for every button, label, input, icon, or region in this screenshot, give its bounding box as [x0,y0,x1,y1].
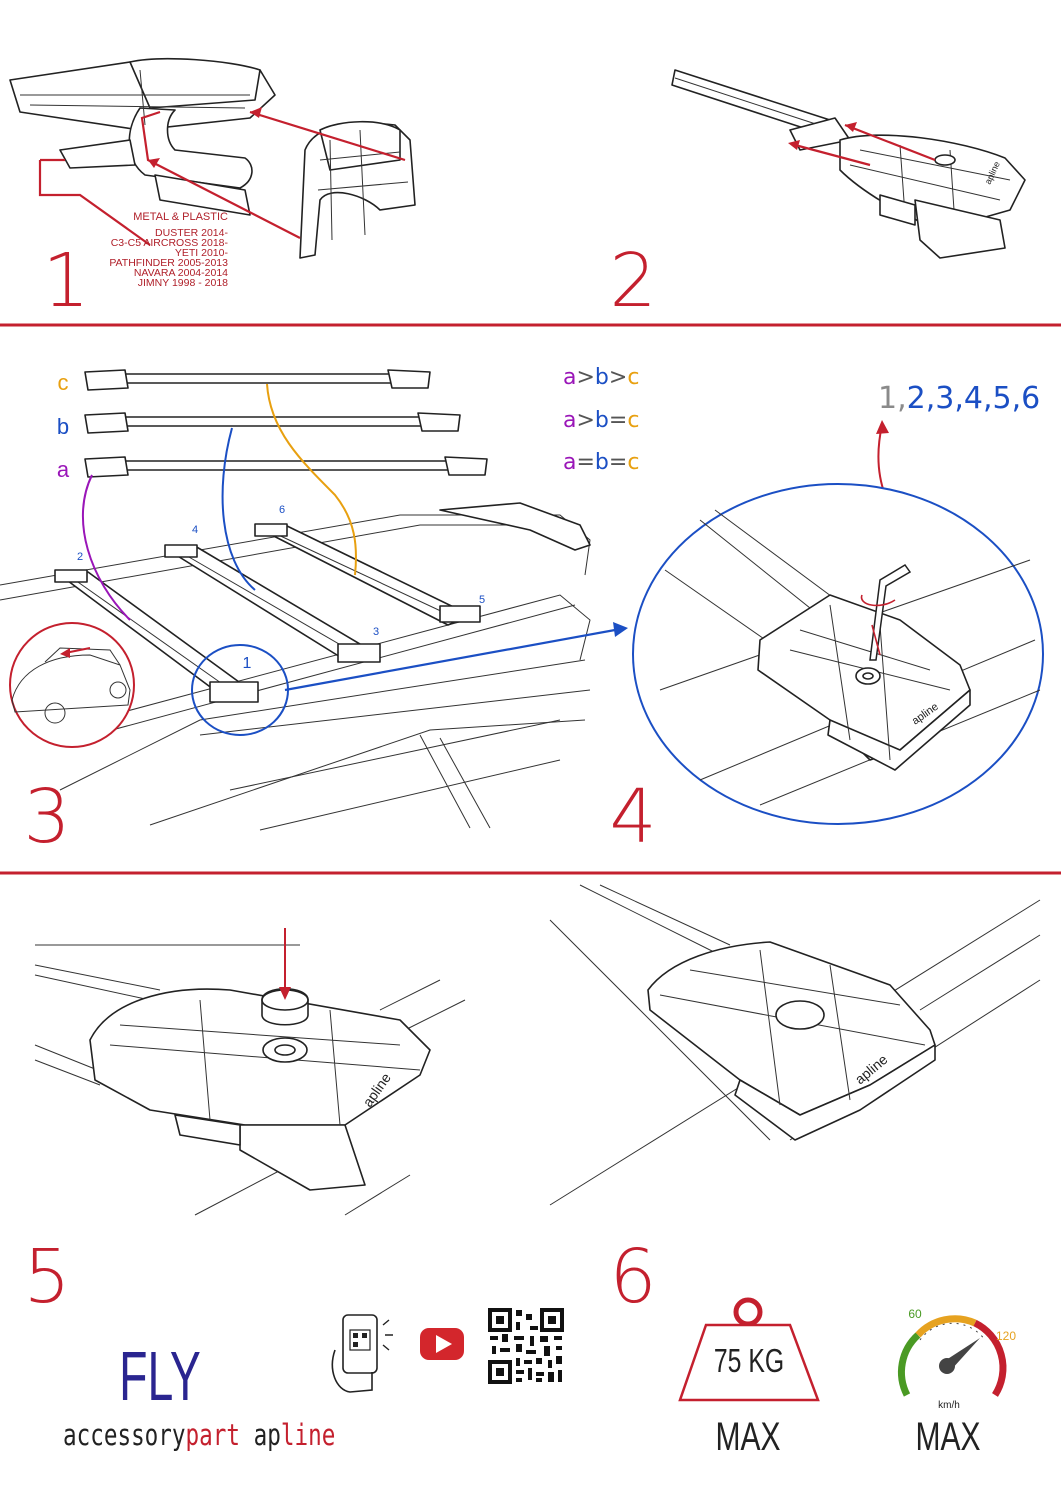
max-weight: 75 KG [714,1344,784,1380]
max-weight-label: MAX [716,1415,781,1459]
zoom-arrow [284,628,616,692]
compat-model: YETI 2010- [175,247,229,259]
svg-text:1,2,3,4,5,6: 1,2,3,4,5,6 [878,381,1040,416]
rule-3: a=b=c [563,450,639,475]
route-a [81,474,131,621]
product-name: FLY [119,1336,201,1415]
rule-1: a>b>c [563,365,639,390]
step-number-1: 1 [42,238,89,324]
position-5: 5 [479,594,485,606]
mount-positions: 1 2 3 4 5 6 [77,504,485,672]
route-c [266,383,357,576]
bar-label-a: a [57,457,70,482]
material-plastic: PLASTIC [182,211,228,223]
sequence-first: 1, [878,381,907,416]
phone-scan-icon [331,1314,393,1393]
step6-illustration: apline [549,884,1041,1206]
compat-model: JIMNY 1998 - 2018 [138,277,228,289]
step5-illustration: apline [34,928,466,1216]
speed-low-label: 60 [908,1307,922,1321]
compat-model: C3-C5 AIRCROSS 2018- [111,237,229,249]
step-number-2: 2 [609,238,656,324]
bar-b [84,412,461,434]
position-3: 3 [373,626,379,638]
compat-model: NAVARA 2004-2014 [134,267,228,279]
position-4: 4 [192,524,198,536]
speed-high-label: 120 [996,1329,1016,1343]
car-roof-illustration [0,502,591,831]
bar-label-b: b [57,414,69,439]
svg-text:METAL & PLASTIC: METAL & PLASTIC [133,211,228,223]
qr-code [488,1308,564,1384]
rule-2: a>b=c [563,408,639,433]
route-b [221,427,256,591]
step-number-6: 6 [609,1234,656,1320]
position-6: 6 [279,504,285,516]
step-number-4: 4 [609,774,656,860]
step2-illustration: apline [671,69,1026,259]
speedometer-icon [898,1315,1007,1397]
bar-sizes: c b a [57,369,488,482]
position-2: 2 [77,551,83,563]
weight-icon [678,1297,820,1402]
youtube-icon [420,1328,464,1360]
compat-list: METAL & PLASTIC DUSTER 2014- C3-C5 AIRCR… [109,211,228,289]
bar-a [84,456,488,478]
speed-unit: km/h [938,1400,960,1411]
car-inset [9,622,135,748]
tighten-sequence: 1,2,3,4,5,6 [878,381,1040,416]
step1-illustration [9,57,416,259]
footer-tagline: accessorypart apline [63,1419,335,1452]
position-1: 1 [243,655,252,672]
material-metal: METAL [133,211,169,223]
compat-model: DUSTER 2014- [155,227,228,239]
zoom-circle: apline [632,483,1044,825]
size-rules: a>b>c a>b=c a=b=c [563,365,639,475]
sequence-rest: 2,3,4,5,6 [907,381,1041,416]
step-number-5: 5 [23,1234,70,1320]
bar-label-c: c [58,370,69,395]
bar-c [84,369,431,391]
compat-model: PATHFINDER 2005-2013 [109,257,228,269]
step-number-3: 3 [23,774,70,860]
max-speed-label: MAX [916,1415,981,1459]
